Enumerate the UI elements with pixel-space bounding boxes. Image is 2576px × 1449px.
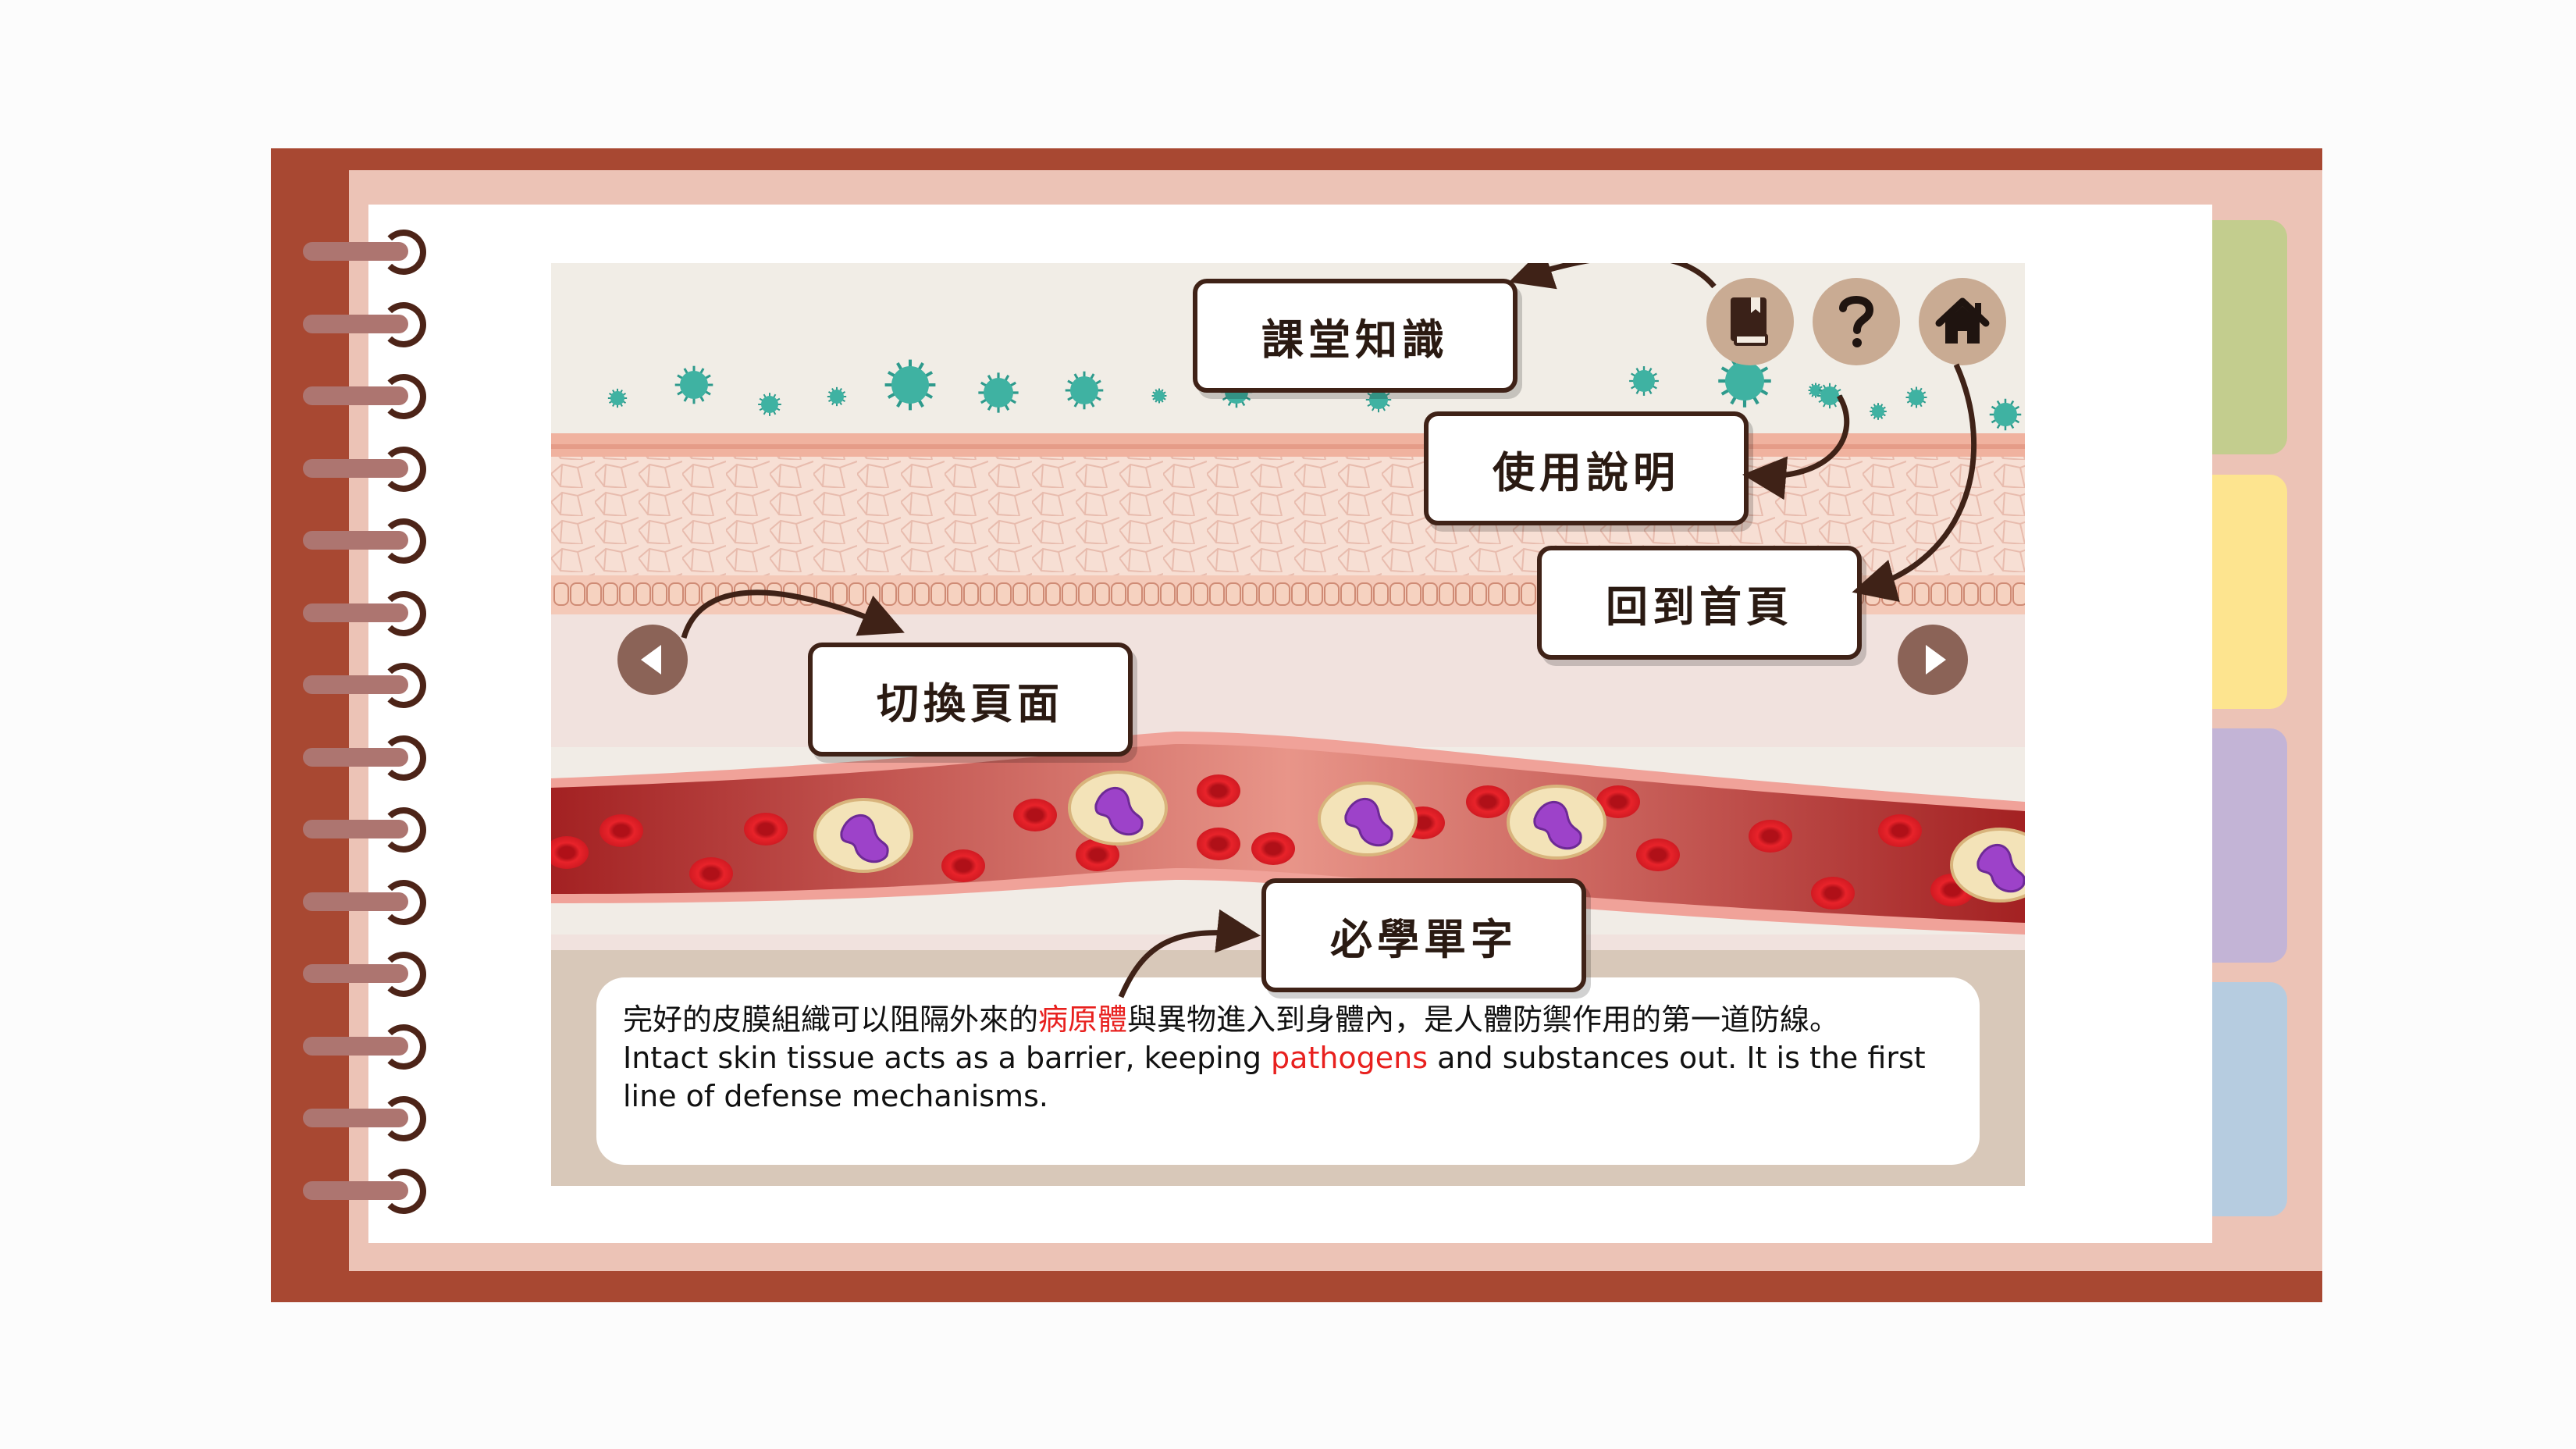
spiral-ring <box>303 879 436 925</box>
spiral-ring <box>303 518 436 564</box>
triangle-right-icon <box>1926 645 1946 675</box>
home-button[interactable] <box>1919 278 2006 365</box>
next-page-button[interactable] <box>1898 625 1968 695</box>
callout-switch-page-label: 切換頁面 <box>877 678 1064 728</box>
spiral-ring <box>303 663 436 708</box>
house-icon <box>1935 297 1990 344</box>
spiral-ring <box>303 230 436 275</box>
spiral-ring <box>303 1024 436 1070</box>
spiral-ring <box>303 1096 436 1141</box>
vocab-highlight-en[interactable]: pathogens <box>1271 1041 1429 1075</box>
caption-en-text: Intact skin tissue acts as a barrier, ke… <box>623 1041 1272 1075</box>
tab-purple[interactable] <box>2209 728 2287 963</box>
spiral-ring <box>303 952 436 997</box>
book-icon <box>1731 297 1768 346</box>
caption-en-text-end: and substances out. It is the first line… <box>623 1041 1926 1113</box>
help-button[interactable] <box>1813 278 1900 365</box>
spiral-ring <box>303 446 436 492</box>
callout-home: 回到首頁 <box>1537 546 1862 660</box>
callout-instructions-label: 使用說明 <box>1493 447 1680 497</box>
vocab-highlight-zh[interactable]: 病原體 <box>1038 1002 1128 1037</box>
callout-vocabulary-label: 必學單字 <box>1330 914 1517 964</box>
callout-knowledge: 課堂知識 <box>1193 279 1517 393</box>
tab-green[interactable] <box>2209 220 2287 454</box>
spiral-ring <box>303 807 436 853</box>
prev-page-button[interactable] <box>617 625 688 695</box>
caption-box: 完好的皮膜組織可以阻隔外來的病原體與異物進入到身體內，是人體防禦作用的第一道防線… <box>596 977 1980 1165</box>
callout-knowledge-label: 課堂知識 <box>1261 315 1449 365</box>
caption-zh-text: 完好的皮膜組織可以阻隔外來的 <box>623 1002 1039 1037</box>
callout-home-label: 回到首頁 <box>1606 582 1793 632</box>
caption-english: Intact skin tissue acts as a barrier, ke… <box>623 1039 1953 1116</box>
spiral-ring <box>303 590 436 636</box>
callout-vocabulary: 必學單字 <box>1261 878 1586 992</box>
tab-blue[interactable] <box>2209 982 2287 1216</box>
callout-instructions: 使用說明 <box>1424 411 1749 525</box>
caption-zh-text-end: 與異物進入到身體內，是人體防禦作用的第一道防線。 <box>1127 1002 1840 1037</box>
caption-chinese: 完好的皮膜組織可以阻隔外來的病原體與異物進入到身體內，是人體防禦作用的第一道防線… <box>623 1001 1953 1039</box>
spiral-ring <box>303 1168 436 1214</box>
question-mark-icon <box>1839 296 1874 347</box>
tab-yellow[interactable] <box>2209 475 2287 709</box>
triangle-left-icon <box>641 645 661 675</box>
spiral-ring <box>303 301 436 347</box>
knowledge-button[interactable] <box>1706 278 1794 365</box>
spiral-ring <box>303 374 436 419</box>
spiral-ring <box>303 735 436 781</box>
lesson-screen: 完好的皮膜組織可以阻隔外來的病原體與異物進入到身體內，是人體防禦作用的第一道防線… <box>551 263 2025 1186</box>
callout-switch-page: 切換頁面 <box>808 643 1133 757</box>
